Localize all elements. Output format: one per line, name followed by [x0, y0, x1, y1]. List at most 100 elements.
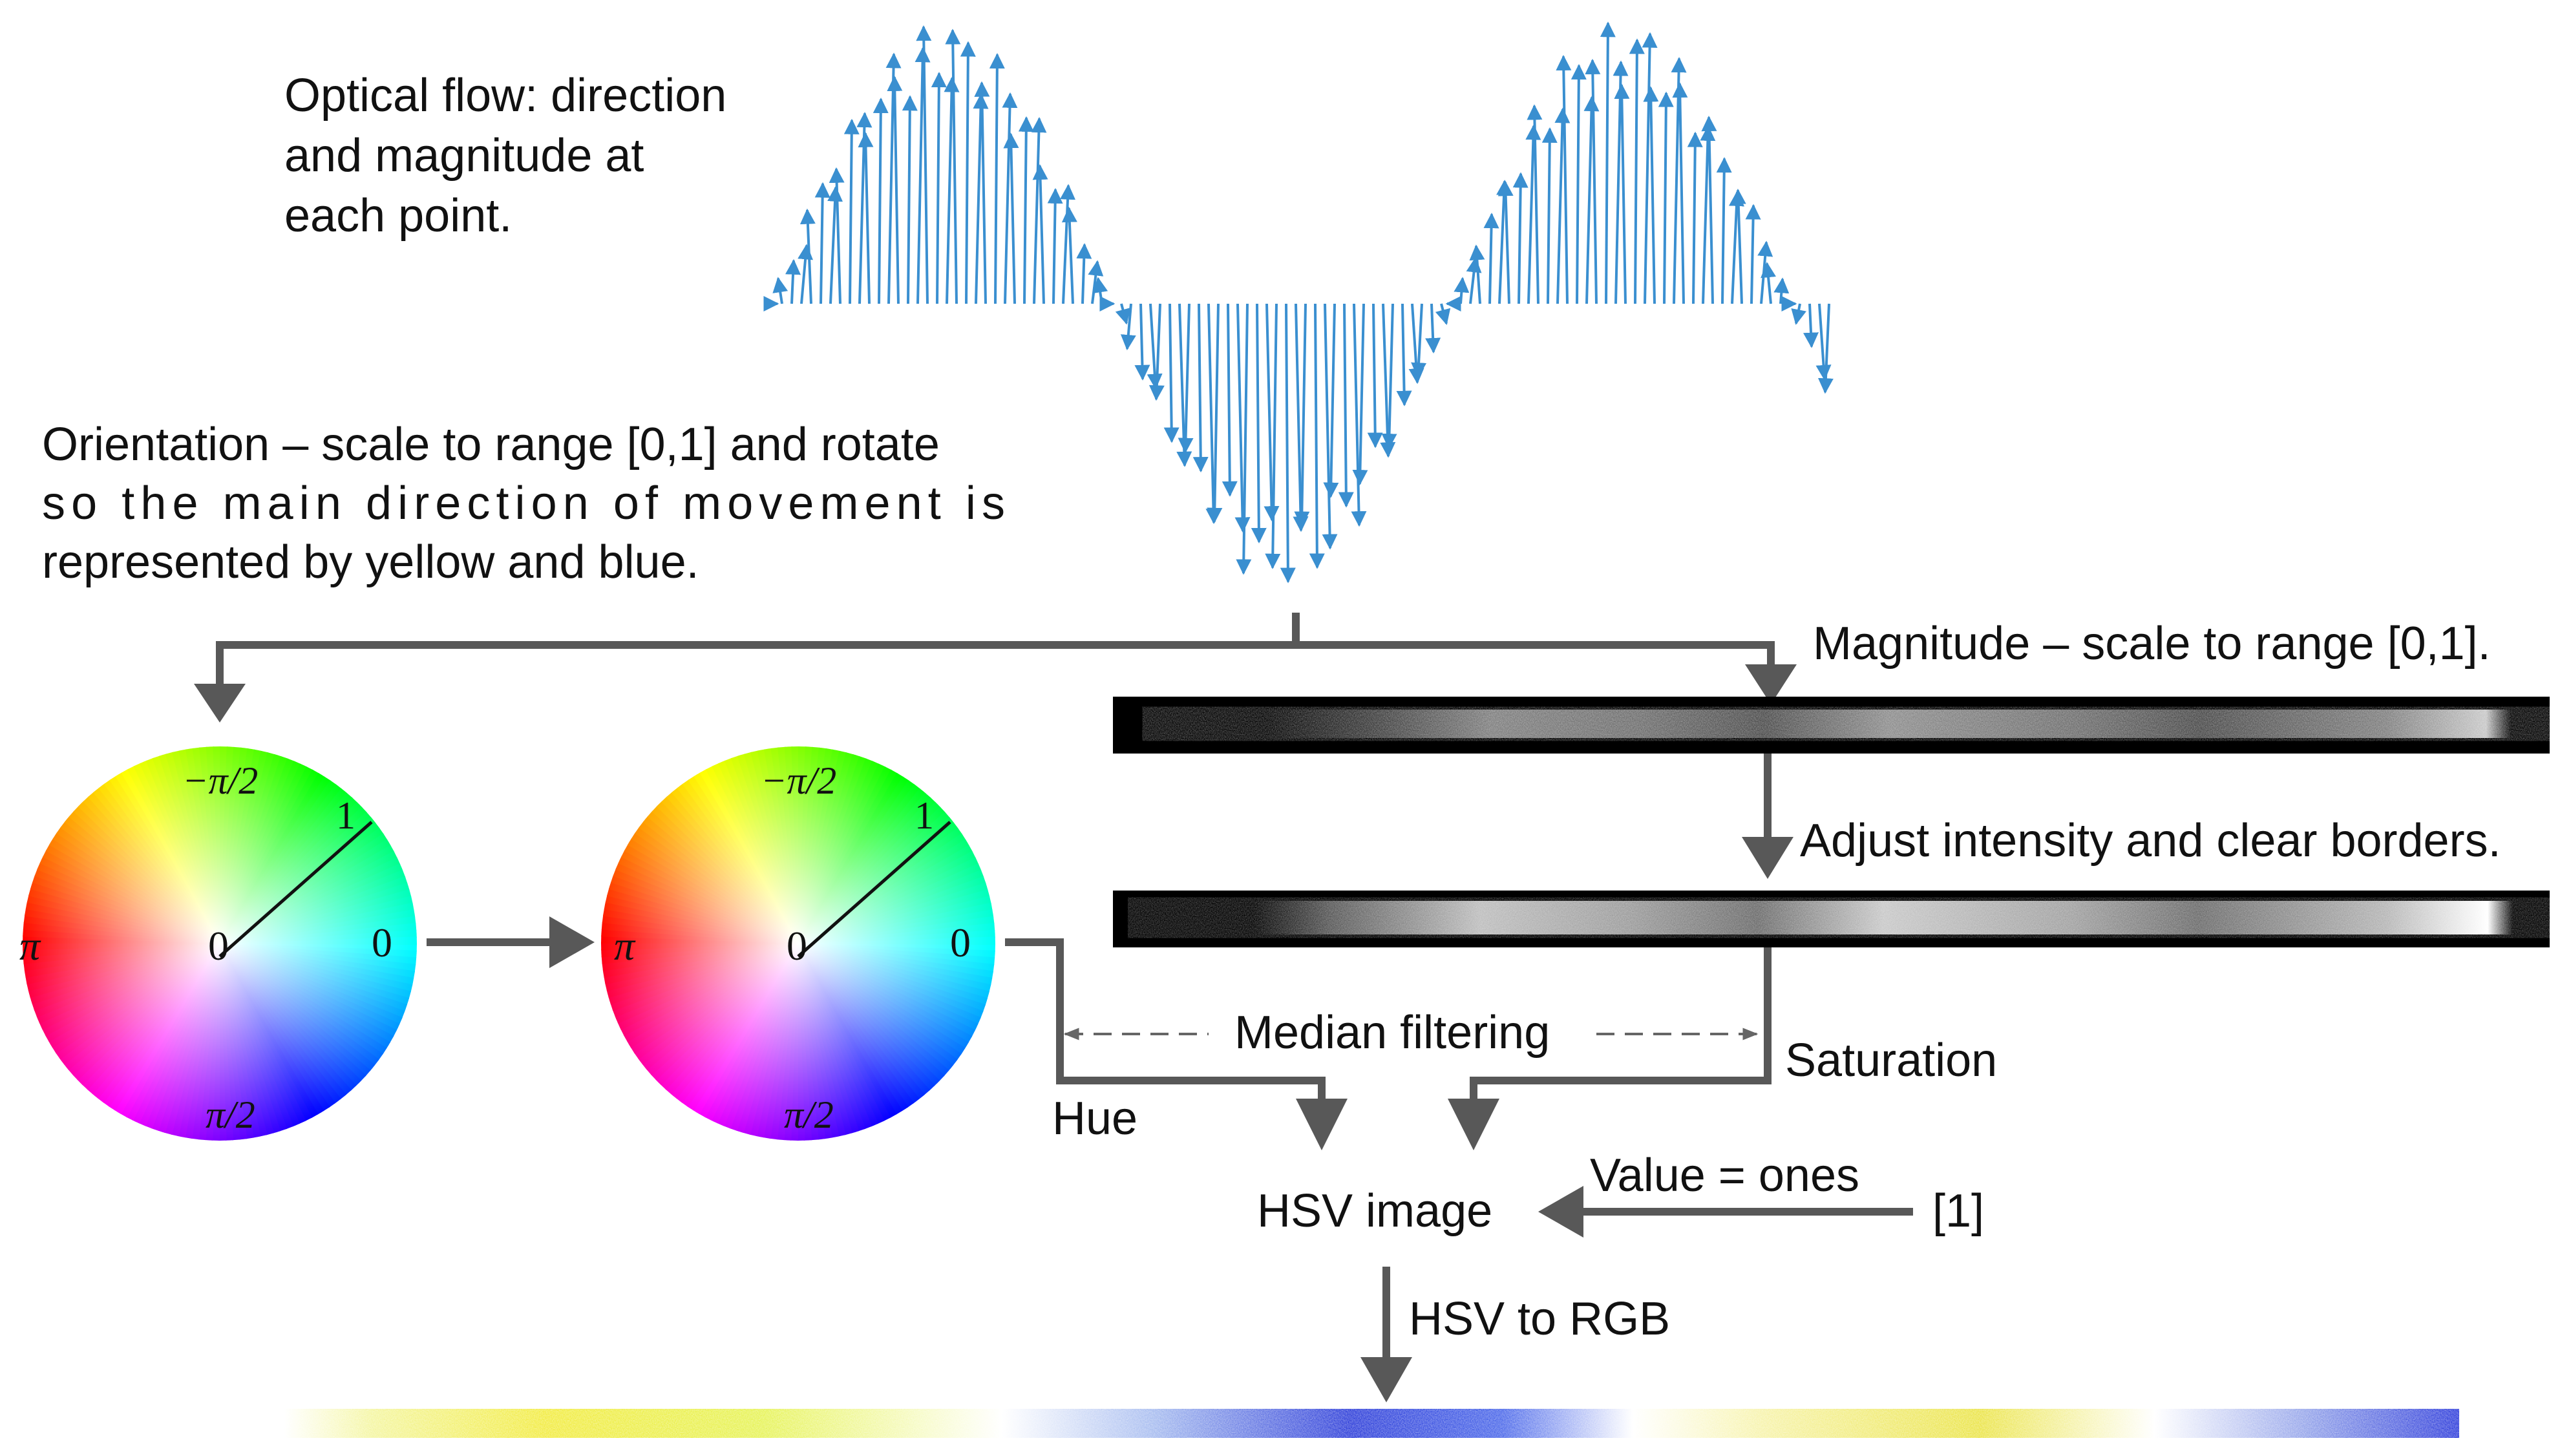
flow-vector [1425, 303, 1441, 353]
flow-vector [1527, 104, 1543, 304]
split-connector [216, 613, 1775, 698]
flow-vector [1338, 303, 1354, 508]
optical-flow-line-3: each point. [284, 190, 512, 242]
orientation-line-1: Orientation – scale to range [0,1] and r… [42, 419, 940, 470]
flow-vector [885, 52, 902, 304]
orientation-color-wheel: π 0 0 1 −π/2 π/2 [19, 746, 417, 1141]
flow-vector [1730, 188, 1746, 304]
flow-vector [1120, 303, 1136, 351]
wheel-label-right: 0 [372, 920, 392, 965]
flow-vector [1264, 303, 1280, 522]
wheel-label-left: π [614, 923, 636, 969]
arrow-head-icon [1742, 837, 1793, 879]
flow-vector [1541, 127, 1558, 304]
hsv-image-label: HSV image [1257, 1185, 1492, 1237]
flow-vector [814, 182, 830, 304]
flow-vector [1293, 303, 1309, 533]
flow-vector [944, 76, 960, 304]
arrow-head-icon [1360, 1357, 1412, 1402]
wheel-label-bottom: π/2 [206, 1093, 255, 1136]
flow-vector [1251, 303, 1267, 543]
flow-vector [1729, 190, 1744, 304]
value-label: Value = ones [1590, 1150, 1859, 1201]
orientation-line-3: represented by yellow and blue. [42, 536, 699, 588]
flow-vector [1466, 257, 1482, 304]
flow-vector [1761, 262, 1777, 304]
saturation-connector [1470, 947, 1772, 1099]
arrow-head-icon [1538, 1186, 1583, 1238]
flow-vector [1791, 303, 1806, 325]
rotated-color-wheel: π 0 0 1 −π/2 π/2 [601, 746, 995, 1141]
flow-vector [1380, 303, 1396, 458]
flow-vector [1207, 303, 1223, 523]
median-filtering-bracket: Median filtering [1063, 1007, 1759, 1059]
wheel-label-radius: 1 [915, 794, 934, 837]
flow-vector [843, 118, 860, 304]
wheel-label-bottom: π/2 [784, 1093, 834, 1136]
flow-vector [1745, 204, 1761, 304]
flow-vector [1469, 244, 1485, 304]
saturation-label: Saturation [1785, 1035, 1997, 1086]
flow-vector [1556, 54, 1572, 304]
flow-vector [1002, 92, 1018, 304]
rgb-output-strip [284, 1409, 2459, 1438]
flow-vector [1773, 277, 1790, 304]
flow-vector [827, 185, 843, 304]
flow-vector [1815, 303, 1832, 381]
flow-vector [858, 131, 874, 304]
flow-vector [856, 112, 873, 304]
flow-vector [1047, 187, 1063, 304]
flow-vector [1585, 58, 1601, 304]
flow-vector [772, 277, 788, 304]
flow-vector [1018, 116, 1034, 304]
flow-vector [1236, 303, 1252, 575]
flow-vector [1092, 277, 1108, 304]
flow-vector [1134, 303, 1150, 381]
flow-vector [1701, 116, 1717, 304]
flow-vector [945, 28, 961, 304]
flow-vector [1671, 57, 1687, 304]
arrow-head-icon [549, 916, 595, 968]
flow-vector [1061, 206, 1077, 304]
flow-vector [1643, 86, 1659, 304]
flow-vector [902, 95, 918, 304]
flow-vector [1222, 303, 1238, 497]
wheel-label-radius: 1 [336, 794, 355, 837]
flow-vector [1435, 303, 1451, 325]
flow-vector [1352, 303, 1368, 486]
flow-vector [1571, 64, 1587, 304]
flow-vector [1512, 172, 1529, 304]
magnitude-strip [1113, 697, 2550, 754]
flow-vector [1411, 303, 1427, 379]
wheel-label-center: 0 [208, 923, 229, 969]
flow-vector [1163, 303, 1180, 443]
flow-vector [1672, 82, 1688, 304]
optical-flow-caption: Optical flow: direction and magnitude at… [284, 70, 739, 242]
optical-flow-line-1: Optical flow: direction [284, 70, 726, 121]
wheel-label-top: −π/2 [761, 759, 836, 802]
flow-vector [1192, 303, 1209, 473]
hue-label: Hue [1052, 1093, 1137, 1145]
adjust-label: Adjust intensity and clear borders. [1800, 815, 2501, 867]
flow-vector [1408, 303, 1424, 385]
flow-vector [1309, 303, 1325, 569]
flow-vector [989, 53, 1005, 304]
flow-vector [887, 75, 903, 304]
flow-vector [1088, 260, 1104, 304]
flow-vector [1614, 83, 1630, 304]
arrow-head-icon [194, 684, 246, 723]
flow-vector [1497, 180, 1514, 304]
flow-vector [1265, 303, 1281, 569]
orientation-line-2: so the main direction of movement is [42, 478, 1005, 529]
wheel-label-center: 0 [787, 923, 807, 969]
hue-connector [1005, 938, 1326, 1099]
adjusted-magnitude-strip [1113, 891, 2550, 947]
wheel-label-top: −π/2 [182, 759, 258, 802]
flow-vector [931, 72, 947, 304]
flow-vector [785, 258, 801, 304]
flow-vector [1367, 303, 1383, 448]
flow-vector [1525, 124, 1541, 304]
flow-vector [1803, 303, 1819, 348]
arrow-head-icon [1745, 664, 1797, 704]
